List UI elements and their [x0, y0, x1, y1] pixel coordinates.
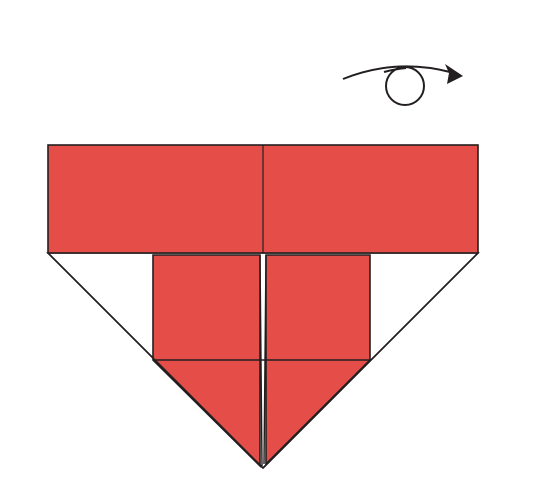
right-diagonal-edge — [262, 252, 479, 469]
folded-paper — [46, 144, 480, 470]
turn-over-circle — [385, 66, 425, 106]
turn-over-arrow-icon — [342, 64, 463, 106]
left-diagonal-edge — [47, 252, 264, 469]
center-slit-right — [263, 254, 267, 465]
turn-over-arc — [342, 65, 451, 80]
center-slit-left — [259, 254, 263, 467]
turn-over-arrowhead — [445, 64, 463, 84]
